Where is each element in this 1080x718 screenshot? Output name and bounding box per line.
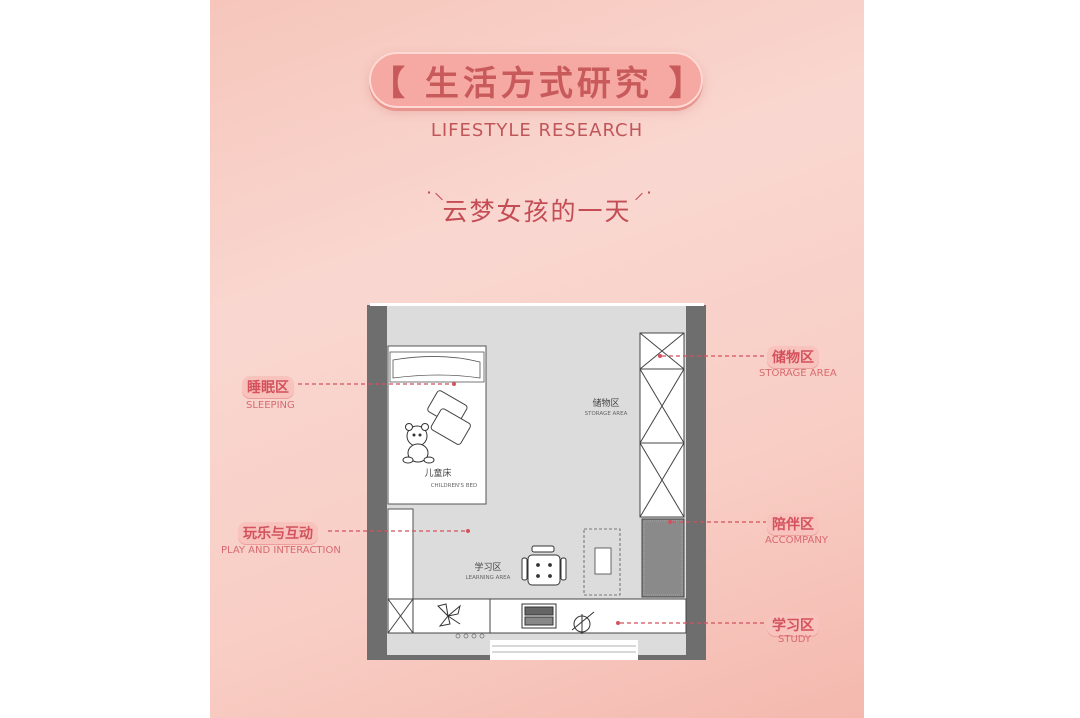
callout-storage: 储物区 [767,346,819,368]
sparkle-left-icon: ˙⸌ [424,188,444,212]
callout-play: 玩乐与互动 [238,522,318,544]
sparkle-right-icon: ⸍˙ [634,188,654,212]
callout-accompany: 陪伴区 [767,513,819,535]
callout-play-en: PLAY AND INTERACTION [221,545,341,556]
doorway [490,640,638,660]
chair-icon [521,545,567,586]
callout-storage-en: STORAGE AREA [759,368,837,379]
callout-sleeping: 睡眠区 [242,376,294,398]
learning-label-en: LEARNING AREA [466,575,511,581]
bed-label-cn: 儿童床 [424,467,451,479]
left-shelf [387,508,414,600]
laptop-icon [521,603,557,629]
learning-label-cn: 学习区 [474,561,501,573]
desk-drawer-knobs [455,633,485,639]
teddy-bear-icon [402,423,435,464]
callout-sleeping-en: SLEEPING [246,400,295,411]
storage-label-en: STORAGE AREA [585,411,628,417]
children-bed: 儿童床 CHILDREN'S BED [387,345,487,505]
subtitle-chinese: 云梦女孩的一天 [442,197,632,226]
subtitle-english: LIFESTYLE RESEARCH [430,120,644,141]
pillows [427,390,471,445]
lamp-icon [571,611,595,634]
callout-accompany-en: ACCOMPANY [765,535,828,546]
floor-plan: 儿童床 CHILDREN'S BED 储物区 STORAGE AREA [298,303,766,660]
plant-icon [437,603,461,627]
callout-study: 学习区 [767,614,819,636]
poster-panel: 【 生活方式研究 】 LIFESTYLE RESEARCH ˙⸌ 云梦女孩的一天… [210,0,864,718]
callout-study-en: STUDY [778,634,812,645]
easel-area [583,528,621,596]
accompany-pad [641,518,685,598]
wardrobe [639,332,685,518]
title-banner: 【 生活方式研究 】 [369,52,703,108]
storage-label-cn: 储物区 [592,397,619,409]
page-title: 【 生活方式研究 】 [371,63,707,104]
bed-label-en: CHILDREN'S BED [431,483,478,489]
